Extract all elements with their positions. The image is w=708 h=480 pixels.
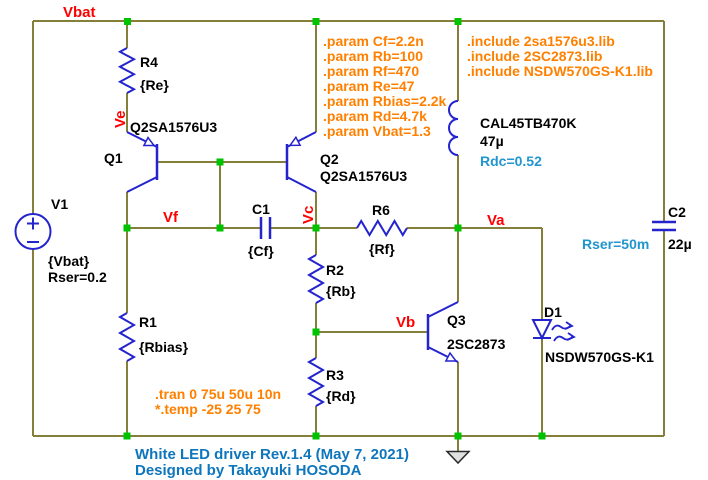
r1-name-label[interactable]: R1: [139, 314, 157, 330]
junction-dot: [216, 224, 224, 232]
directive-include-0[interactable]: .include 2sa1576u3.lib: [467, 33, 615, 49]
capacitor-c2-symbol[interactable]: [652, 220, 676, 232]
led-emission-arrows: [551, 321, 576, 342]
junction-dot: [123, 224, 131, 232]
directive-param-0[interactable]: .param Cf=2.2n: [323, 33, 424, 49]
title-line-1[interactable]: White LED driver Rev.1.4 (May 7, 2021): [135, 446, 409, 463]
net-label-vb[interactable]: Vb: [396, 314, 415, 331]
directive-param-6[interactable]: .param Vbat=1.3: [323, 123, 431, 139]
v1-name-label[interactable]: V1: [51, 196, 68, 212]
r4-name-label[interactable]: R4: [140, 54, 158, 70]
junction-dots: [123, 18, 546, 440]
d1-value-label[interactable]: NSDW570GS-K1: [545, 349, 654, 365]
r4-value-label[interactable]: {Re}: [140, 77, 169, 93]
param-directives[interactable]: .param Cf=2.2n .param Rb=100 .param Rf=4…: [323, 33, 447, 139]
q2-value-label[interactable]: Q2SA1576U3: [320, 168, 407, 184]
l1-value-label[interactable]: 47µ: [480, 133, 504, 149]
title-line-2[interactable]: Designed by Takayuki HOSODA: [135, 462, 362, 479]
directive-include-2[interactable]: .include NSDW570GS-K1.lib: [467, 63, 653, 79]
resistor-r2-symbol[interactable]: [306, 254, 326, 304]
r6-name-label[interactable]: R6: [372, 202, 390, 218]
directive-param-1[interactable]: .param Rb=100: [323, 48, 423, 64]
l1-dcr-label[interactable]: Rdc=0.52: [480, 153, 542, 169]
directive-param-2[interactable]: .param Rf=470: [323, 63, 419, 79]
c2-series-r-label[interactable]: Rser=50m: [582, 236, 649, 252]
inductor-l1-symbol[interactable]: [448, 100, 459, 156]
r3-name-label[interactable]: R3: [326, 367, 344, 383]
junction-dot: [454, 432, 462, 440]
directive-tran[interactable]: .tran 0 75u 50u 10n: [155, 386, 281, 402]
wire-va: [458, 227, 543, 320]
q2-emitter-arrow: [288, 135, 302, 147]
resistor-r4-symbol[interactable]: [117, 47, 137, 94]
junction-dot: [312, 328, 320, 336]
c1-name-label[interactable]: C1: [252, 201, 270, 217]
v1-value-label[interactable]: {Vbat}: [48, 253, 90, 269]
directive-param-3[interactable]: .param Re=47: [323, 78, 415, 94]
junction-dot: [216, 158, 224, 166]
capacitor-c1-symbol[interactable]: [259, 217, 272, 239]
net-label-vc[interactable]: Vc: [300, 206, 317, 224]
net-label-va[interactable]: Va: [487, 212, 505, 229]
transistor-q1-symbol[interactable]: [126, 131, 159, 193]
r2-name-label[interactable]: R2: [326, 262, 344, 278]
c1-value-label[interactable]: {Cf}: [248, 243, 274, 259]
transistor-q3-symbol[interactable]: [426, 301, 459, 363]
junction-dot: [454, 18, 462, 25]
r1-value-label[interactable]: {Rbias}: [139, 339, 189, 355]
q3-name-label[interactable]: Q3: [447, 312, 466, 328]
directive-param-5[interactable]: .param Rd=4.7k: [323, 108, 427, 124]
q2-name-label[interactable]: Q2: [320, 151, 339, 167]
resistor-r1-symbol[interactable]: [117, 312, 137, 362]
resistor-r6-symbol[interactable]: [356, 219, 408, 237]
resistor-r3-symbol[interactable]: [306, 357, 326, 407]
junction-dot: [538, 432, 546, 440]
r2-value-label[interactable]: {Rb}: [326, 283, 356, 299]
q1-name-label[interactable]: Q1: [104, 150, 123, 166]
junction-dot: [123, 432, 131, 440]
q3-emitter-arrow: [444, 351, 458, 362]
junction-dot: [312, 432, 320, 440]
c2-name-label[interactable]: C2: [668, 204, 686, 220]
junction-dot: [312, 18, 320, 25]
v1-series-r-label[interactable]: Rser=0.2: [48, 269, 107, 285]
r6-value-label[interactable]: {Rf}: [369, 241, 395, 257]
l1-part-label[interactable]: CAL45TB470K: [480, 115, 576, 131]
led-d1-symbol[interactable]: [531, 319, 576, 342]
net-label-vbat[interactable]: Vbat: [63, 4, 96, 21]
d1-name-label[interactable]: D1: [544, 304, 562, 320]
include-directives[interactable]: .include 2sa1576u3.lib .include 2SC2873.…: [467, 33, 653, 79]
directive-include-1[interactable]: .include 2SC2873.lib: [467, 48, 602, 64]
q1-value-label[interactable]: Q2SA1576U3: [130, 119, 217, 135]
directive-temp-comment[interactable]: *.temp -25 25 75: [155, 401, 261, 417]
net-label-ve[interactable]: Ve: [112, 110, 129, 128]
q1-emitter-arrow: [142, 136, 156, 147]
junction-dot: [124, 18, 131, 25]
voltage-source-v1-symbol[interactable]: [14, 213, 52, 250]
ground-symbol[interactable]: [445, 450, 471, 465]
plus-sign: [27, 217, 39, 230]
directive-param-4[interactable]: .param Rbias=2.2k: [323, 93, 447, 109]
junction-dot: [312, 224, 320, 232]
junction-dot: [454, 224, 462, 232]
r3-value-label[interactable]: {Rd}: [326, 388, 356, 404]
q3-value-label[interactable]: 2SC2873: [447, 336, 506, 352]
transistor-q2-symbol[interactable]: [285, 131, 317, 193]
net-label-vf[interactable]: Vf: [163, 209, 179, 226]
c2-value-label[interactable]: 22µ: [668, 236, 692, 252]
